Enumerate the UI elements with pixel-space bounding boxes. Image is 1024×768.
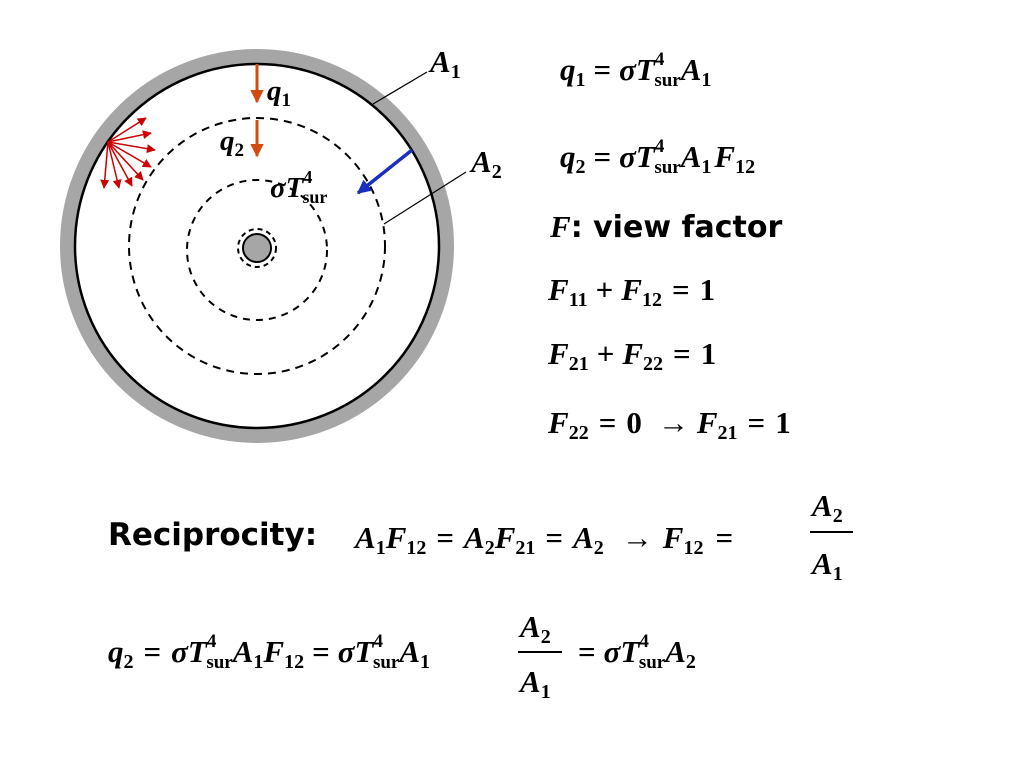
label-A1: A1 bbox=[428, 44, 461, 83]
label-A2: A2 bbox=[469, 144, 502, 183]
reciprocity-equation: A1F12=A2F21=A2→F12= bbox=[353, 520, 733, 559]
leader-line-A1 bbox=[372, 71, 428, 105]
final-fraction-denominator: A1 bbox=[518, 664, 551, 703]
outer-wall-ring bbox=[60, 49, 454, 443]
reciprocity-label: Reciprocity: bbox=[108, 517, 317, 553]
label-q1: q1 bbox=[267, 75, 291, 111]
reciprocity-fraction-numerator: A2 bbox=[810, 488, 843, 527]
view-factor-definition: F: view factor bbox=[549, 209, 783, 245]
reciprocity-fraction-denominator: A1 bbox=[810, 546, 843, 585]
label-q2: q2 bbox=[220, 125, 244, 161]
final-fraction-numerator: A2 bbox=[518, 609, 551, 648]
dashed-circle-outer bbox=[128, 117, 386, 375]
small-object-A2 bbox=[242, 233, 272, 263]
equation-F22-F21: F22=0→F21=1 bbox=[547, 405, 791, 444]
dashed-circle-middle bbox=[186, 179, 328, 321]
equation-F21-F22: F21+F22=1 bbox=[547, 336, 716, 375]
dashed-circle-inner bbox=[237, 228, 277, 268]
equation-F11-F12: F11+F12=1 bbox=[547, 272, 715, 311]
blue-radiation-arrow bbox=[356, 148, 414, 195]
leader-line-A2 bbox=[383, 171, 467, 225]
emission-arrows bbox=[100, 117, 156, 189]
